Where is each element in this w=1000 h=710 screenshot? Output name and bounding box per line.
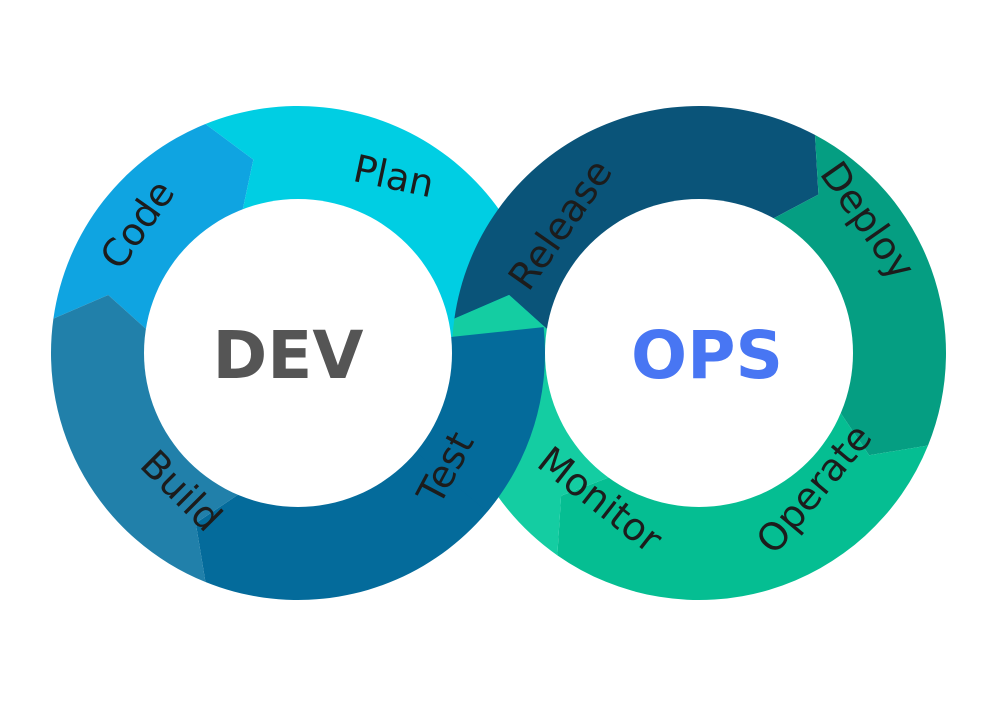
ops-segment-operate (557, 409, 929, 600)
ops-ring (452, 105, 947, 600)
ops-hub-label: OPS (631, 317, 783, 394)
ops-segment-release (454, 105, 819, 333)
dev-hub-circle (144, 199, 452, 507)
dev-segment-code (53, 123, 254, 333)
ops-hub-circle (545, 199, 853, 507)
ring-crossing (412, 327, 545, 512)
ops-segment-deploy (769, 134, 947, 456)
dev-segment-build (50, 294, 242, 583)
dev-hub-label: DEV (213, 317, 364, 394)
crossing-test-over-release (412, 327, 545, 512)
